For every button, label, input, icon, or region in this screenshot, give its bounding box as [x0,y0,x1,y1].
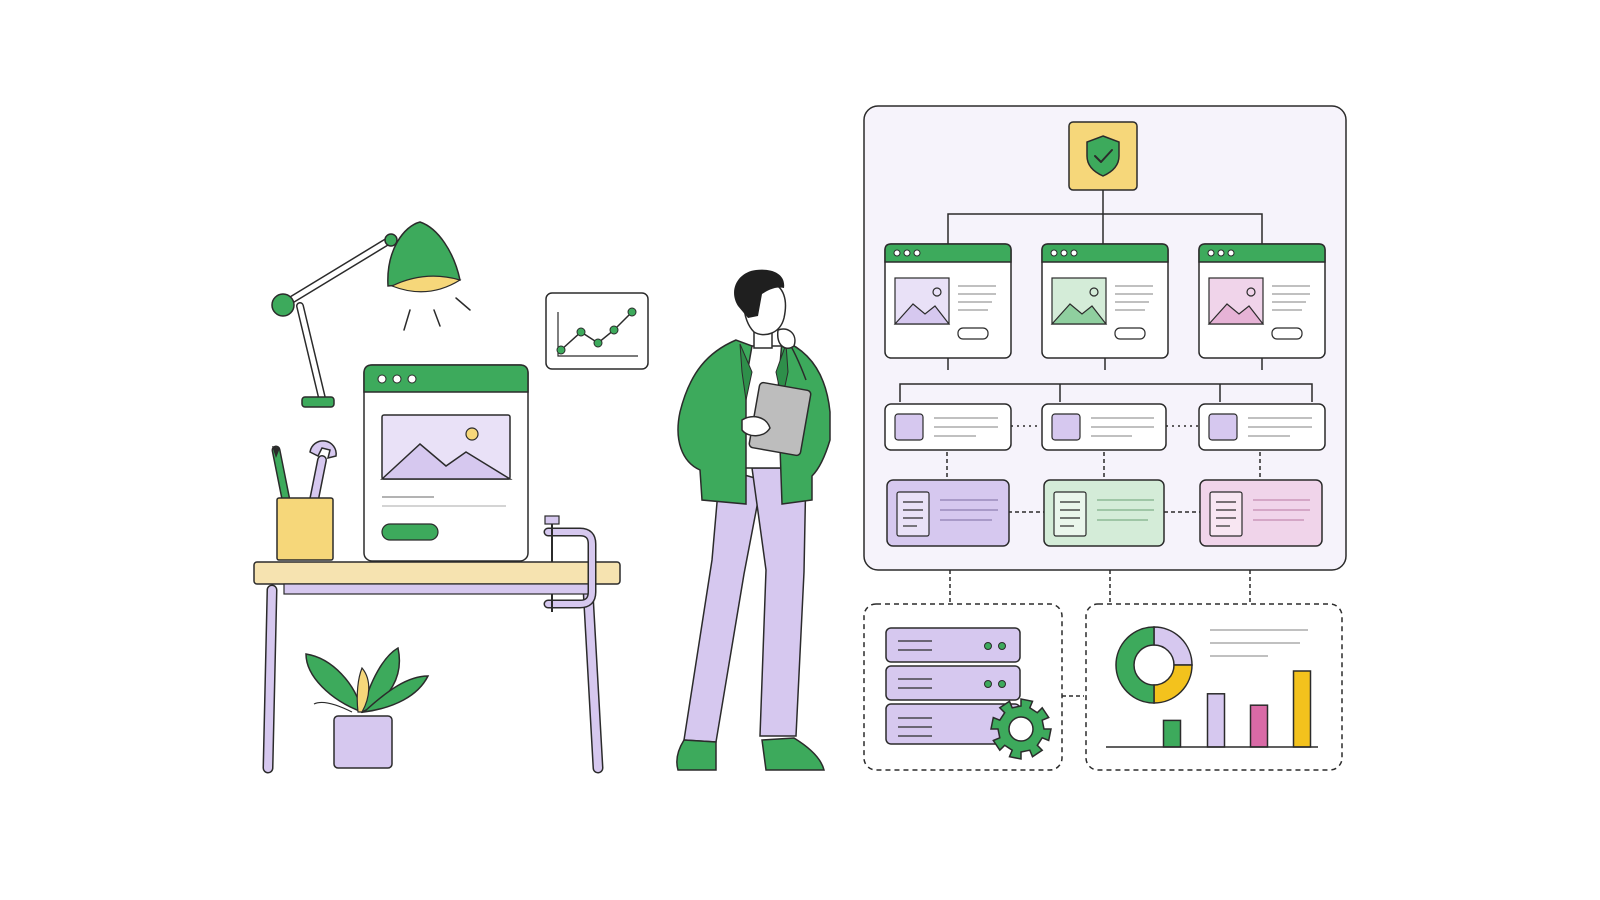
content-card-3 [1198,243,1326,359]
gear-icon [990,698,1052,760]
connector-lines [899,190,1313,513]
bar [1162,719,1182,748]
document-tile-3 [1199,479,1323,547]
line-trend-icon [545,292,649,370]
shield-check-icon [1068,121,1138,191]
desk [253,561,621,774]
dashed-connectors [949,570,1251,697]
content-card-1 [884,243,1012,359]
document-icon [1209,491,1243,537]
person-with-tablet [676,269,831,771]
desk-workspace [253,221,649,774]
list-item-1 [884,403,1012,451]
potted-plant-icon [305,646,430,769]
server-unit-1 [885,627,1021,663]
analytics-card [1085,603,1343,771]
document-icon [1053,491,1087,537]
document-tile-2 [1043,479,1165,547]
browser-window-card [363,364,529,562]
image-icon [893,277,951,325]
server-stack [863,603,1063,771]
pencil-cup-icon [271,440,337,561]
bar [1292,670,1312,748]
bar [1249,704,1269,748]
list-item-3 [1198,403,1326,451]
donut-chart [1115,626,1193,704]
image-icon [380,414,513,480]
list-item-2 [1041,403,1167,451]
server-unit-2 [885,665,1021,701]
document-tile-1 [886,479,1010,547]
document-icon [896,491,930,537]
hierarchy-diagram [863,105,1347,571]
bar [1206,693,1226,748]
donut-slice [1115,626,1155,704]
content-card-2 [1041,243,1169,359]
image-icon [1050,277,1108,325]
image-icon [1207,277,1265,325]
clamp-icon [543,515,597,612]
desk-lamp-icon [271,221,471,408]
